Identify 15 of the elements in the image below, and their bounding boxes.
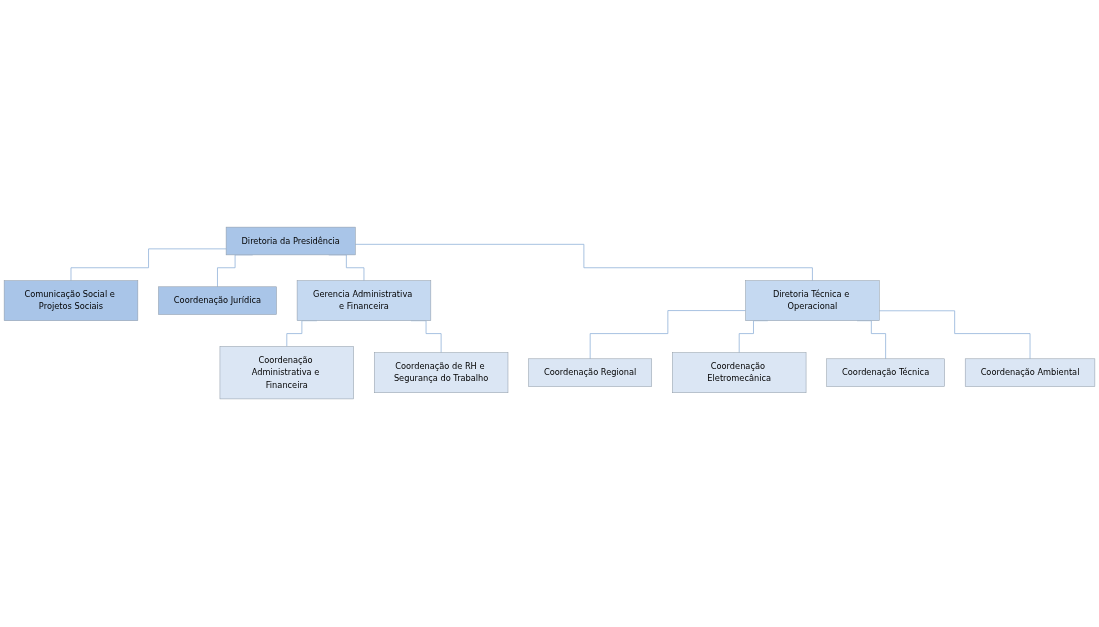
- connector: [589, 310, 746, 360]
- node-box: Coordenação Administrativa e Financeira: [219, 346, 354, 400]
- node-box: Coordenação Técnica: [826, 359, 945, 388]
- node-box: Diretoria da Presidência: [225, 227, 356, 256]
- node-box: Coordenação Jurídica: [158, 287, 277, 316]
- node-box: Coordenação Ambiental: [964, 359, 1096, 388]
- node-box: Gerencia Administrativa e Financeira: [296, 280, 432, 322]
- connector: [70, 248, 227, 282]
- node-box: Coordenação Regional: [528, 359, 652, 388]
- node-box: Comunicação Social e Projetos Sociais: [3, 280, 139, 322]
- node-box: Coordenação Eletromecânica: [672, 352, 807, 394]
- node-box: Diretoria Técnica e Operacional: [745, 280, 880, 322]
- node-box: Coordenação de RH e Segurança do Trabalho: [374, 352, 509, 394]
- connector: [878, 310, 1031, 360]
- connector: [354, 244, 813, 282]
